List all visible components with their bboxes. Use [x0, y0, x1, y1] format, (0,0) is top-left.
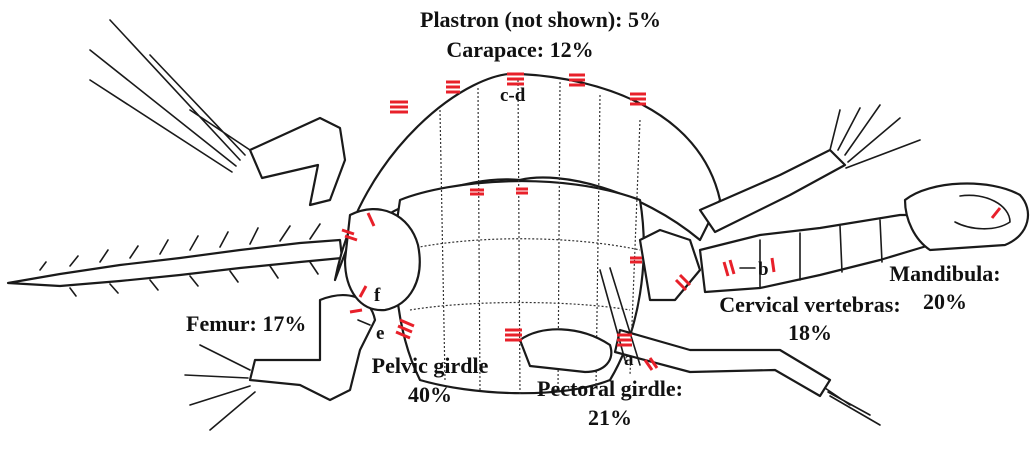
carapace-label: Carapace: 12%	[420, 38, 620, 62]
right-hindlimb	[90, 20, 345, 205]
pectoral-girdle-label: Pectoral girdle:	[505, 377, 715, 401]
right-forelimb	[700, 105, 920, 232]
point-label-f: f	[374, 286, 380, 306]
pelvic-girdle-percent: 40%	[360, 383, 500, 407]
point-label-cd: c-d	[500, 86, 525, 106]
plastron-label: Plastron (not shown): 5%	[420, 8, 620, 32]
cervical-percent: 18%	[700, 321, 920, 345]
tail	[8, 224, 342, 296]
point-label-a: a	[624, 350, 634, 370]
cervical-label: Cervical vertebras:	[700, 293, 920, 317]
pelvic-girdle-label: Pelvic girdle	[360, 354, 500, 378]
pectoral-girdle-percent: 21%	[505, 406, 715, 430]
point-label-e: e	[376, 324, 384, 344]
point-label-b: b	[758, 260, 769, 280]
mandibula-label: Mandibula:	[885, 262, 1005, 286]
femur-label: Femur: 17%	[186, 312, 306, 336]
